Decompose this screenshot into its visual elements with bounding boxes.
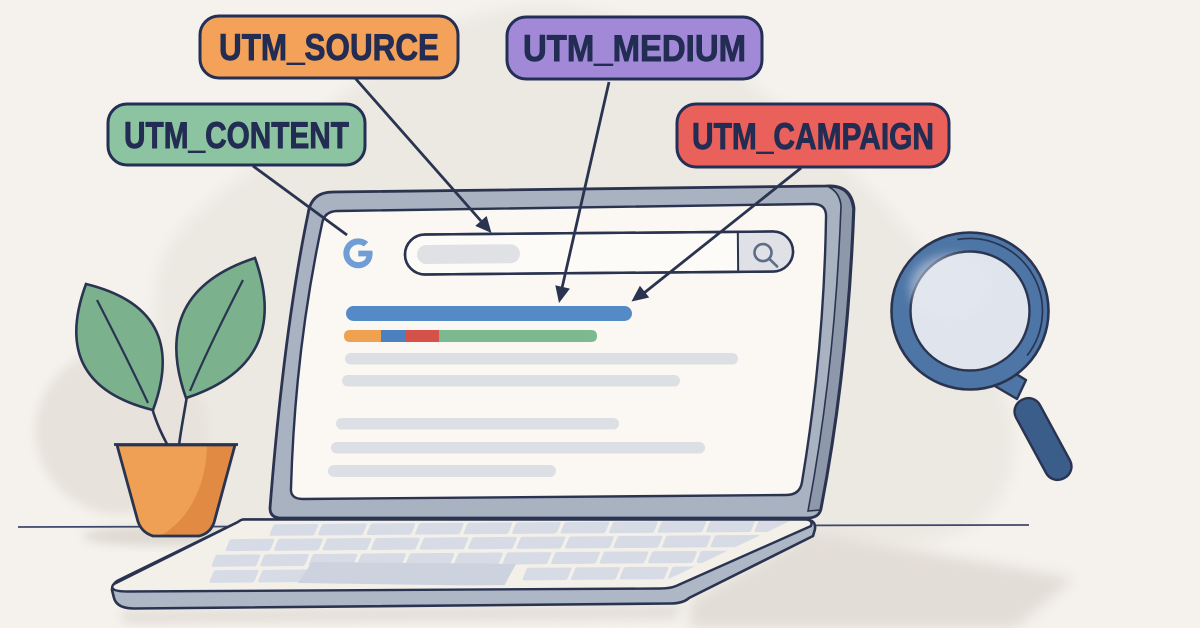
svg-text:UTM_MEDIUM: UTM_MEDIUM (523, 28, 746, 69)
svg-text:UTM_SOURCE: UTM_SOURCE (219, 27, 439, 68)
svg-text:UTM_CONTENT: UTM_CONTENT (124, 115, 349, 156)
svg-text:UTM_CAMPAIGN: UTM_CAMPAIGN (692, 116, 934, 157)
